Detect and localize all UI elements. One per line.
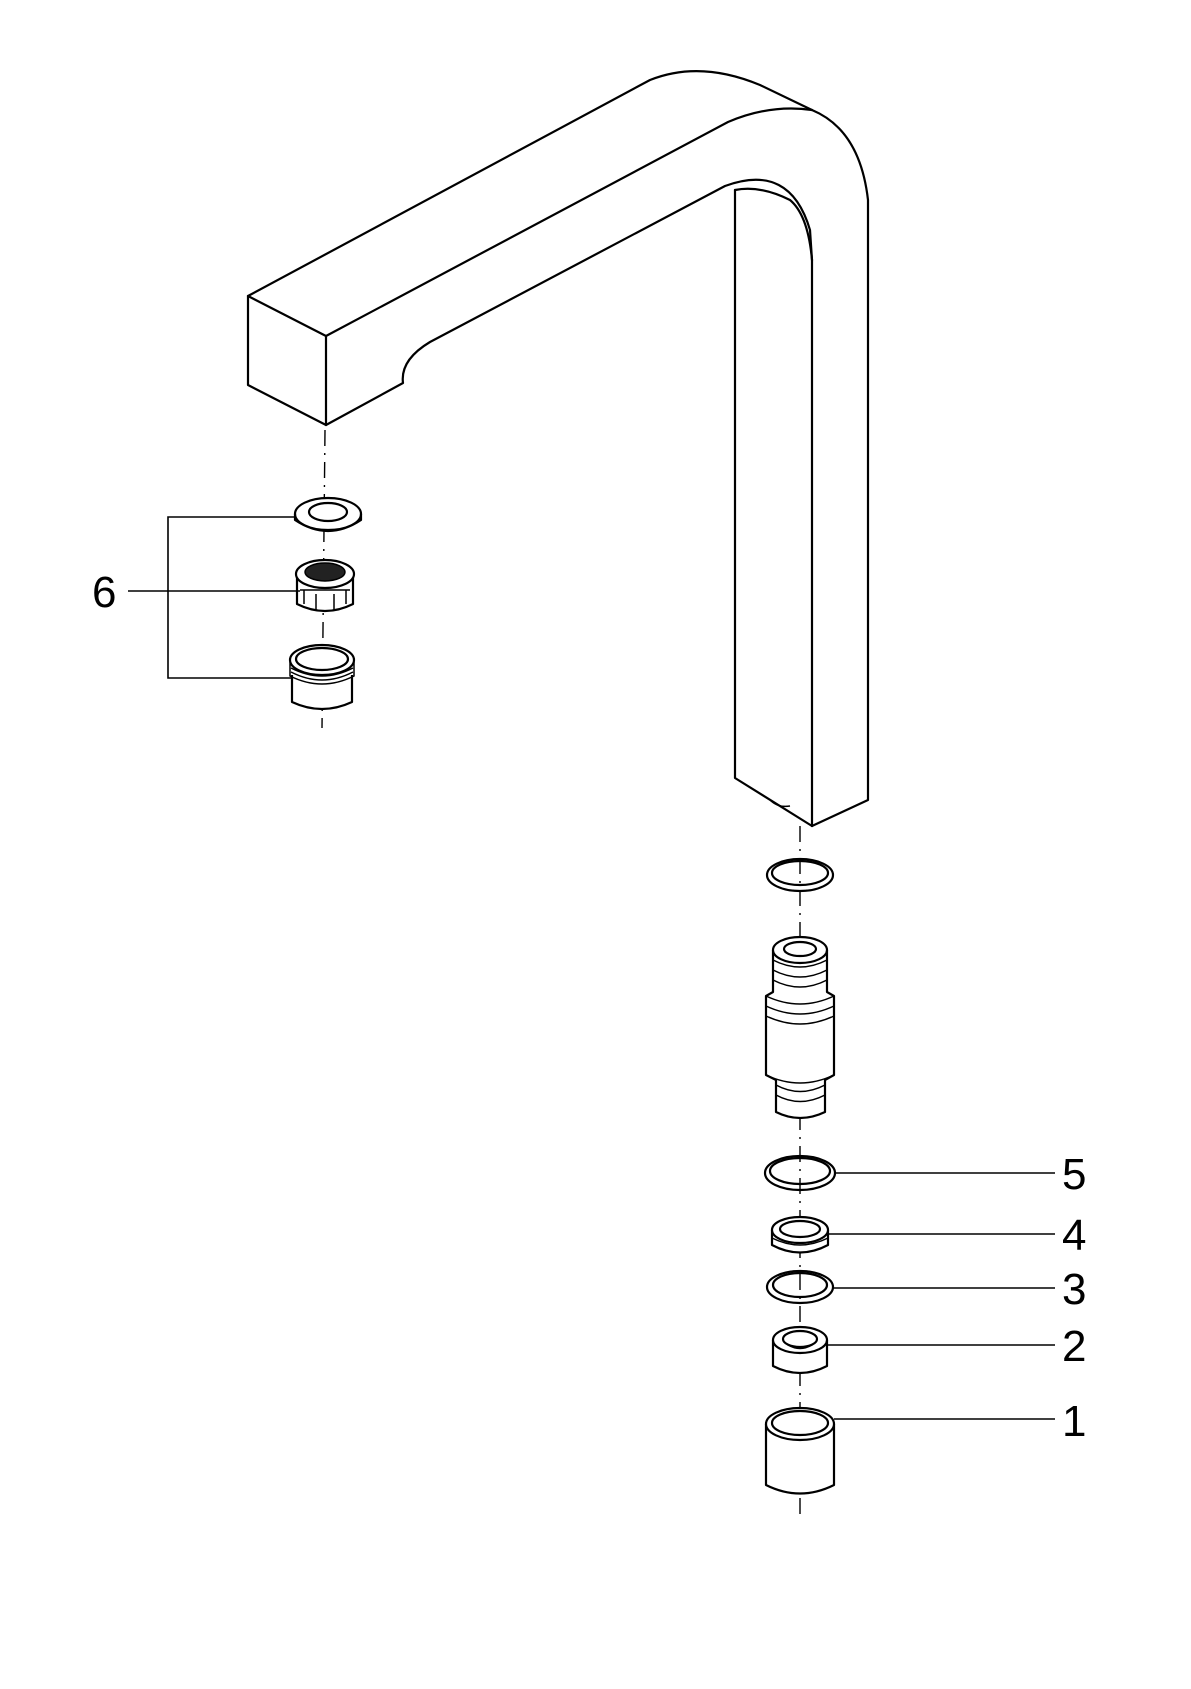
part-1-sleeve [764,1406,836,1495]
callout-6: 6 [92,568,116,617]
spout-end-face [246,294,328,427]
aerator-assembly [288,496,363,711]
aerator-housing [288,643,356,711]
aerator-washer [293,496,363,532]
spout-body [246,70,870,828]
spout-inner-edge [733,188,814,828]
leader-lines [128,516,1055,1420]
callout-2: 2 [1062,1322,1086,1371]
callout-4: 4 [1062,1211,1086,1260]
spout-arm-front-edge [324,107,814,338]
leader-6 [128,516,300,679]
part-3-oring [765,1269,835,1305]
spout-arm-top [246,70,814,298]
threaded-connector [764,935,836,1120]
spout-inner-bend [733,187,814,262]
spout-outer-edge [810,108,870,828]
spout-arm-underside [324,178,814,427]
connector-top-oring [765,857,835,893]
aerator-insert [294,558,356,613]
callout-3: 3 [1062,1265,1086,1314]
part-4-ring [770,1215,830,1254]
part-2-nut [771,1325,829,1375]
spout-bottom-outlet [769,799,791,808]
callout-5: 5 [1062,1150,1086,1199]
callout-1: 1 [1062,1397,1086,1446]
